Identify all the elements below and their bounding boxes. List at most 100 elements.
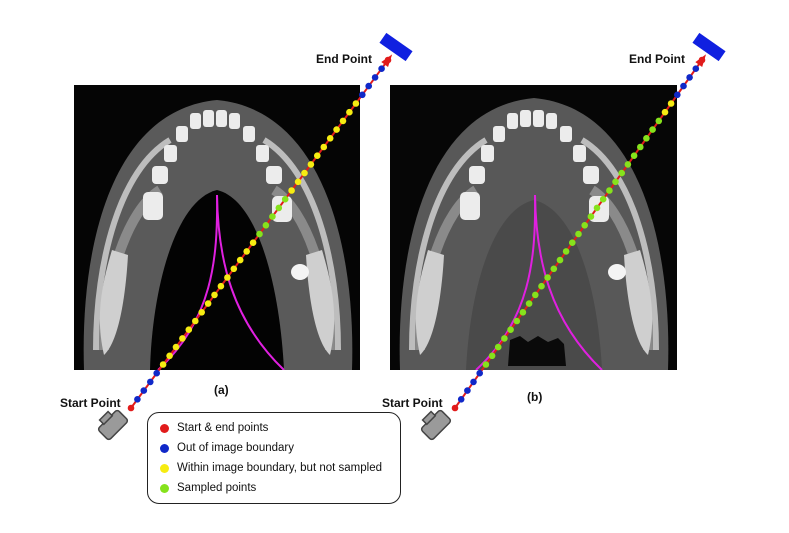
not-sampled-point <box>204 300 212 307</box>
sampled-point <box>630 152 638 159</box>
not-sampled-point <box>320 143 328 151</box>
sampled-point <box>513 317 521 325</box>
sampled-point <box>575 230 582 238</box>
sampled-point <box>643 135 650 142</box>
xray-source-icon <box>97 409 129 441</box>
sampled-point <box>501 335 508 342</box>
legend: Start & end points Out of image boundary… <box>147 412 401 504</box>
sampled-point <box>256 230 263 238</box>
start-end-point <box>127 404 135 412</box>
outside-point <box>674 91 681 99</box>
outside-point <box>371 74 379 81</box>
panel-caption-b: (b) <box>527 390 542 404</box>
sampled-point <box>655 117 663 125</box>
not-sampled-point <box>339 117 347 125</box>
end-point-label-a: End Point <box>316 52 372 66</box>
start-point-label-b: Start Point <box>382 396 443 410</box>
outside-point <box>686 74 693 81</box>
legend-dot-red <box>160 423 169 433</box>
not-sampled-point <box>236 256 244 264</box>
legend-label: Sampled points <box>177 482 257 494</box>
outside-point <box>692 65 700 72</box>
legend-item-outside: Out of image boundary <box>160 439 294 457</box>
legend-item-sampled: Sampled points <box>160 479 256 497</box>
start-end-point <box>451 404 459 412</box>
not-sampled-point <box>249 239 257 246</box>
outside-point <box>365 82 373 90</box>
sampled-point <box>507 326 514 334</box>
sampled-point <box>569 239 576 246</box>
start-end-point <box>384 56 392 64</box>
ct-image-b <box>390 85 677 370</box>
start-point-label-a: Start Point <box>60 396 121 410</box>
not-sampled-point <box>314 152 321 159</box>
legend-label: Out of image boundary <box>177 442 294 454</box>
not-sampled-point <box>352 100 360 107</box>
outside-point <box>457 396 465 403</box>
sampled-point <box>637 143 644 151</box>
legend-dot-yellow <box>160 463 169 473</box>
xray-source-icon <box>420 409 452 441</box>
not-sampled-point <box>243 248 250 255</box>
start-end-point <box>698 56 706 64</box>
not-sampled-point <box>326 135 334 142</box>
sampled-point <box>587 213 595 220</box>
not-sampled-point <box>211 291 218 299</box>
sampled-point <box>275 204 283 212</box>
not-sampled-point <box>333 126 340 133</box>
legend-dot-blue <box>160 443 169 453</box>
sampled-point <box>556 256 564 264</box>
outside-point <box>147 378 154 386</box>
not-sampled-point <box>230 265 238 273</box>
sampled-point <box>482 361 490 368</box>
sampled-point <box>544 274 551 281</box>
not-sampled-point <box>224 274 231 281</box>
sampled-point <box>488 352 496 360</box>
legend-label: Start & end points <box>177 422 269 434</box>
panel-caption-a: (a) <box>214 383 229 397</box>
not-sampled-point <box>166 352 173 360</box>
not-sampled-point <box>661 108 669 116</box>
sampled-point <box>519 309 527 316</box>
sampled-point <box>593 204 601 212</box>
sampled-point <box>562 248 570 255</box>
sampled-point <box>550 265 558 273</box>
outside-point <box>134 396 141 403</box>
outside-point <box>359 91 366 99</box>
sampled-point <box>649 126 656 133</box>
sampled-point <box>612 178 619 186</box>
sampled-point <box>599 195 607 203</box>
sampled-point <box>624 161 632 168</box>
not-sampled-point <box>307 161 315 168</box>
legend-dot-green <box>160 483 169 493</box>
not-sampled-point <box>217 282 225 290</box>
outside-point <box>680 82 687 90</box>
not-sampled-point <box>667 100 675 107</box>
not-sampled-point <box>198 309 205 316</box>
sampled-point <box>581 222 588 229</box>
ct-image-a <box>74 85 360 370</box>
sampled-point <box>262 222 270 229</box>
not-sampled-point <box>288 187 295 194</box>
outside-point <box>378 65 385 72</box>
outside-point <box>140 387 148 394</box>
sampled-point <box>494 343 502 351</box>
sampled-point <box>281 195 289 203</box>
sampled-point <box>532 291 539 299</box>
legend-item-not-sampled: Within image boundary, but not sampled <box>160 459 382 477</box>
outside-point <box>470 378 477 386</box>
not-sampled-point <box>172 343 180 351</box>
not-sampled-point <box>346 108 353 116</box>
not-sampled-point <box>294 178 302 186</box>
not-sampled-point <box>185 326 193 334</box>
not-sampled-point <box>192 317 199 325</box>
ray-b <box>451 54 707 412</box>
sampled-point <box>618 169 625 177</box>
not-sampled-point <box>159 361 167 368</box>
legend-item-start-end: Start & end points <box>160 419 268 437</box>
detector-icon <box>379 32 413 62</box>
outside-point <box>464 387 471 394</box>
sampled-point <box>538 282 545 290</box>
sampled-point <box>525 300 533 307</box>
